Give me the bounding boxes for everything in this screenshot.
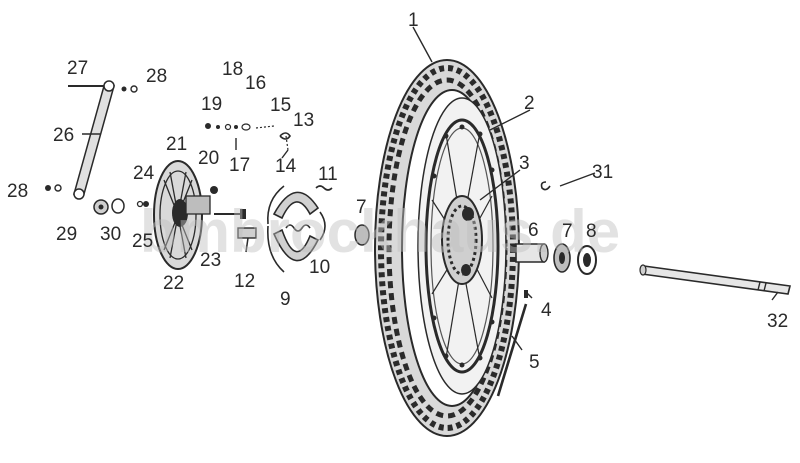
callout-23: 23 (200, 250, 221, 271)
callout-12: 12 (234, 271, 255, 292)
callout-21: 21 (166, 134, 187, 155)
callout-3: 3 (519, 153, 530, 174)
callout-22: 22 (163, 273, 184, 294)
callout-10: 10 (309, 257, 330, 278)
callout-labels: 1 2 3 4 5 6 7 7 8 9 10 11 12 13 14 15 16… (7, 10, 788, 373)
small-parts-drawing (45, 80, 791, 397)
callout-2: 2 (524, 93, 535, 114)
leader-lines (82, 26, 779, 351)
callout-27: 27 (67, 58, 88, 79)
callout-13: 13 (293, 110, 314, 131)
callout-25: 25 (132, 231, 153, 252)
watermark: bmbrockhaus.de (140, 198, 620, 265)
callout-19: 19 (201, 94, 222, 115)
callout-8: 8 (586, 221, 597, 242)
brake-shoes-drawing (267, 185, 333, 273)
callout-1: 1 (408, 10, 419, 31)
callout-26: 26 (53, 125, 74, 146)
callout-5: 5 (529, 352, 540, 373)
callout-31: 31 (592, 162, 613, 183)
callout-9: 9 (280, 289, 291, 310)
callout-16: 16 (245, 73, 266, 94)
callout-7-left: 7 (356, 197, 367, 218)
callout-28-top: 28 (146, 66, 167, 87)
brake-plate-drawing (153, 160, 218, 270)
callout-20: 20 (198, 148, 219, 169)
callout-24: 24 (133, 163, 155, 184)
callout-17: 17 (229, 155, 250, 176)
callout-7-right: 7 (562, 221, 573, 242)
callout-15: 15 (270, 95, 291, 116)
callout-18: 18 (222, 59, 243, 80)
callout-32: 32 (767, 311, 788, 332)
callout-28-left: 28 (7, 181, 28, 202)
callout-6: 6 (528, 220, 539, 241)
callout-11: 11 (318, 164, 338, 185)
callout-30: 30 (100, 224, 121, 245)
callout-4: 4 (541, 300, 552, 321)
callout-29: 29 (56, 224, 77, 245)
tire-drawing (374, 59, 520, 437)
callout-14: 14 (275, 156, 297, 177)
